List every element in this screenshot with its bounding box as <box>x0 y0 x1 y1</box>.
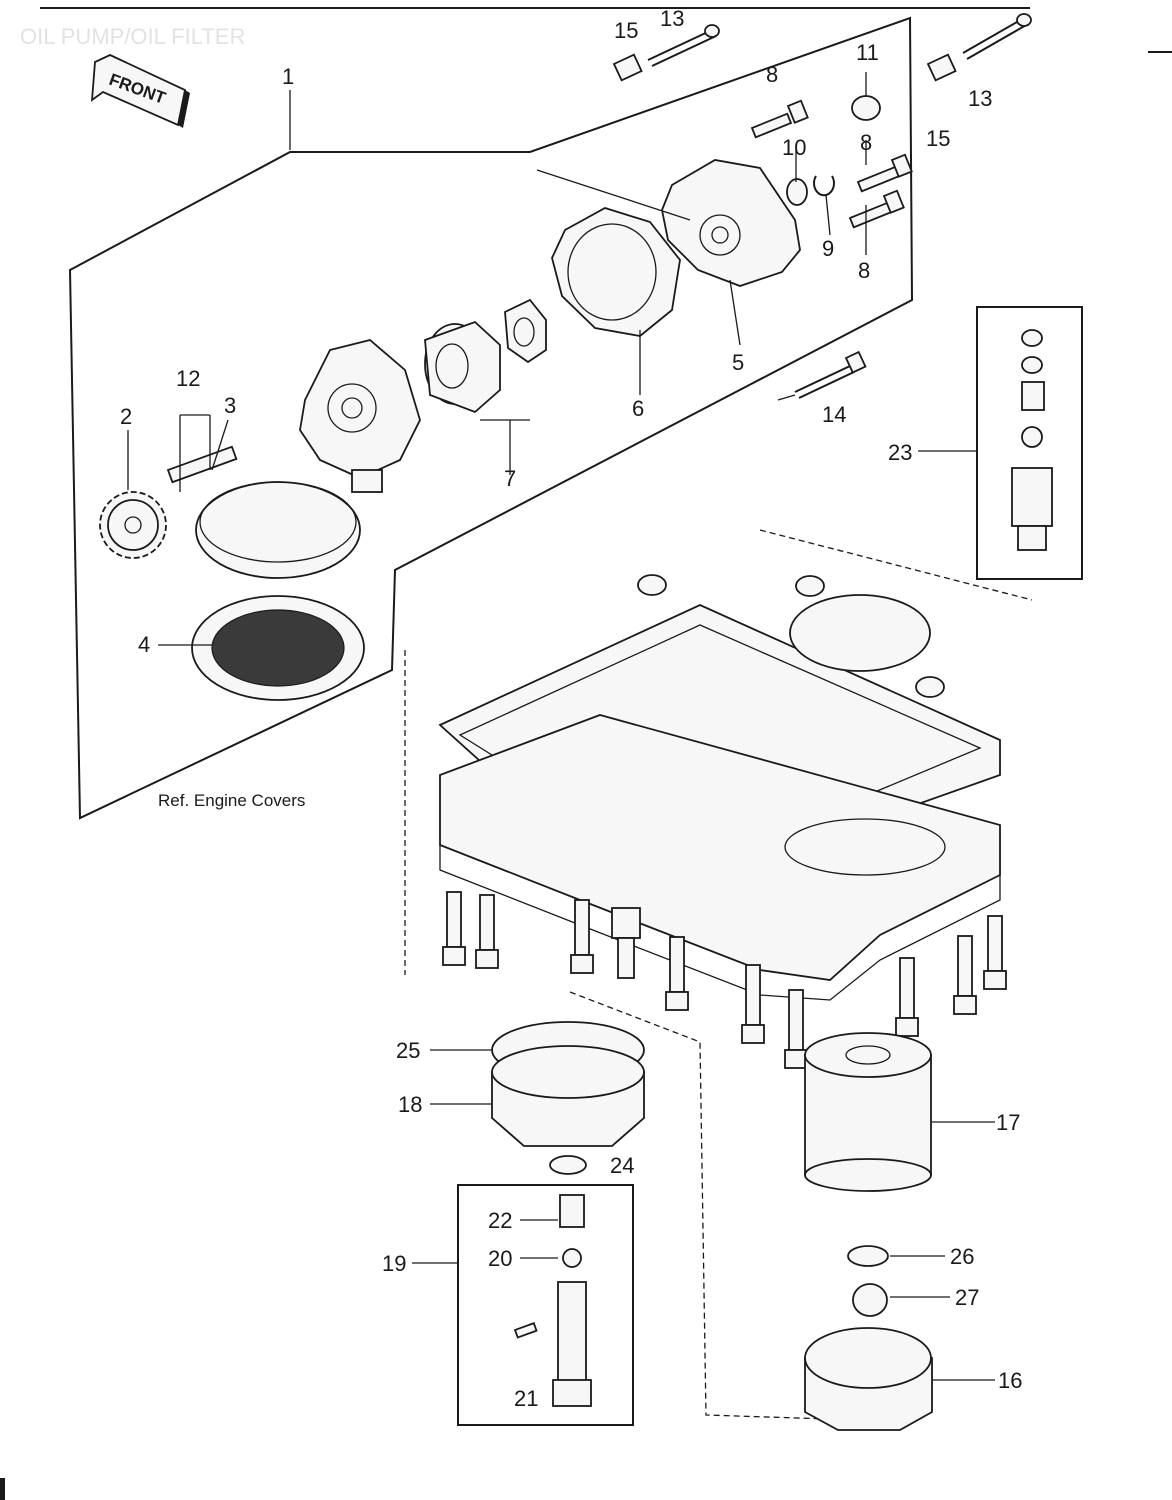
callout-7: 7 <box>504 466 516 491</box>
pan-plug-left <box>637 574 667 596</box>
pump-cover-gasket <box>551 207 681 337</box>
callout-15a: 15 <box>614 18 638 43</box>
callout-11: 11 <box>856 40 879 65</box>
pump-bolt-mid <box>856 153 913 193</box>
pump-collar-right <box>926 53 957 82</box>
callout-13b: 13 <box>968 86 992 111</box>
callout-25: 25 <box>396 1038 420 1063</box>
drive-pin <box>166 445 238 484</box>
pump-collar-left <box>612 53 643 82</box>
pump-cap-disc <box>195 481 361 579</box>
pump-bolt-upper <box>750 99 809 139</box>
oil-pan-drain-plug <box>611 907 641 979</box>
sealing-washer <box>786 178 808 206</box>
filter-spring <box>852 1283 888 1317</box>
dowel-collar <box>851 95 881 121</box>
callout-3: 3 <box>224 393 236 418</box>
oil-strainer-screen <box>191 595 365 701</box>
oil-pan-bolt-6 <box>784 989 808 1069</box>
callout-10: 10 <box>782 135 806 160</box>
callout-19: 19 <box>382 1251 406 1276</box>
pan-plug-center <box>795 575 825 597</box>
pump-bolt-lower <box>848 189 905 229</box>
callout-6: 6 <box>632 396 644 421</box>
filter-washer <box>847 1245 889 1267</box>
oil-pan-bolt-8 <box>953 935 977 1015</box>
pan-plug-right <box>915 676 945 698</box>
bypass-valve-assembly <box>513 1194 592 1407</box>
oil-pump-sprocket <box>99 491 167 559</box>
relief-valve-assembly <box>1011 329 1053 551</box>
oil-pump-body <box>299 339 421 493</box>
callout-5: 5 <box>732 350 744 375</box>
oil-pan-bolt-4 <box>665 936 689 1011</box>
callout-8c: 8 <box>858 258 870 283</box>
callout-23: 23 <box>888 440 912 465</box>
circlip <box>813 175 835 197</box>
leader-lines <box>127 72 995 1381</box>
pump-cover <box>661 159 801 287</box>
filter-dashed-guide <box>569 991 861 1421</box>
callout-26: 26 <box>950 1244 974 1269</box>
callout-2: 2 <box>120 404 132 429</box>
front-arrow-badge: FRONT <box>90 54 190 128</box>
callout-9: 9 <box>822 236 834 261</box>
pump-long-bolt <box>794 350 867 399</box>
callout-18: 18 <box>398 1092 422 1117</box>
filter-cover <box>491 1045 645 1147</box>
page-corner-mark <box>0 1478 5 1500</box>
filter-cover-o-ring-small <box>549 1155 587 1175</box>
callout-4: 4 <box>138 632 150 657</box>
header-title: OIL PUMP/OIL FILTER <box>20 24 245 49</box>
callout-16: 16 <box>998 1368 1022 1393</box>
bypass-valve-inset-box <box>457 1184 634 1426</box>
oil-pan-bolt-2 <box>475 894 499 969</box>
callout-27: 27 <box>955 1285 979 1310</box>
callout-13a: 13 <box>660 6 684 31</box>
callout-22: 22 <box>488 1208 512 1233</box>
callout-14: 14 <box>822 402 846 427</box>
inner-rotor <box>504 298 547 364</box>
pump-stud-left <box>647 24 720 67</box>
oil-pan-bolt-1 <box>442 891 466 966</box>
filter-bowl <box>804 1327 933 1431</box>
reference-note: Ref. Engine Covers <box>158 791 305 810</box>
oil-pan-bolt-9 <box>983 915 1007 990</box>
callout-12: 12 <box>176 366 200 391</box>
callout-21: 21 <box>514 1386 538 1411</box>
oil-pan-bolt-3 <box>570 899 594 974</box>
relief-valve-inset-box <box>976 306 1083 580</box>
engine-cover-reference-outline <box>68 16 914 820</box>
oil-pan-o-ring <box>789 594 931 672</box>
callout-8b: 8 <box>860 130 872 155</box>
callout-8a: 8 <box>766 62 778 87</box>
callout-15b: 15 <box>926 126 950 151</box>
callout-17: 17 <box>996 1110 1020 1135</box>
oil-filter-element <box>804 1032 932 1192</box>
callout-20: 20 <box>488 1246 512 1271</box>
oil-pan-dashed-bracket <box>404 529 1033 975</box>
oil-pan-bolt-7 <box>895 957 919 1037</box>
pump-stud-right <box>962 13 1032 60</box>
callout-1: 1 <box>282 64 294 89</box>
callout-24: 24 <box>610 1153 634 1178</box>
oil-pan-bolt-5 <box>741 964 765 1044</box>
outer-rotor <box>424 320 501 414</box>
